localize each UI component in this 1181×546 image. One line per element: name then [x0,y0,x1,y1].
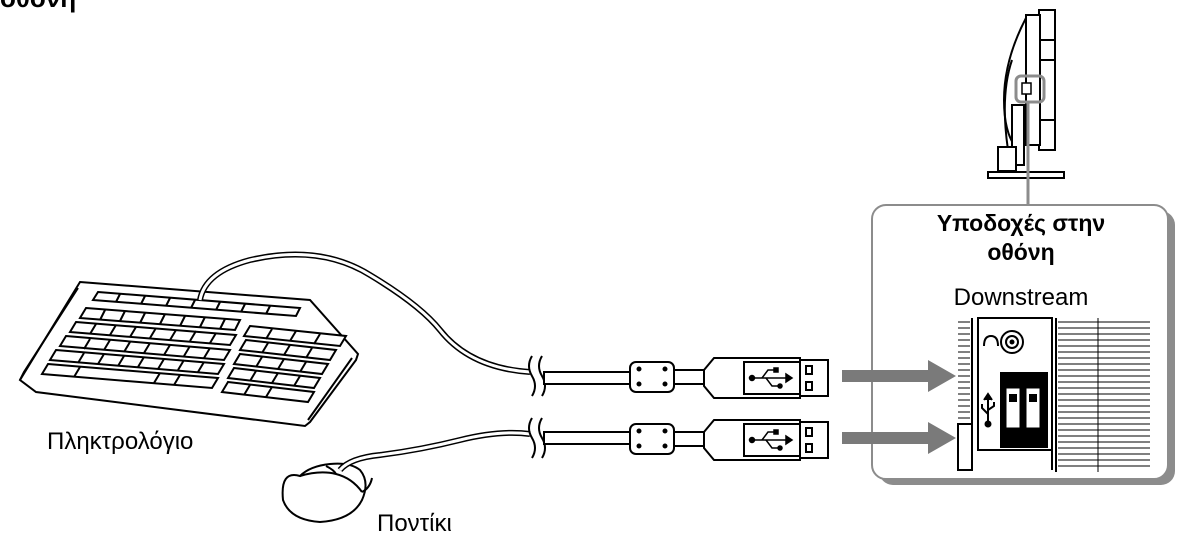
arrow-mouse [842,422,956,454]
panel-title-line2: οθόνη [987,239,1055,265]
mouse-label: Ποντίκι [377,510,452,537]
arrow-keyboard [842,360,956,392]
panel-title-line1: Υποδοχές στην [936,210,1106,236]
usb-plug-icon [629,357,829,399]
headphone-icon [983,334,999,347]
panel-title: Υποδοχές στην οθόνη [876,209,1166,267]
usb-symbol-icon [981,392,995,428]
mouse-icon [281,462,373,524]
usb-plug-icon [629,419,829,461]
keyboard-cable-straight [543,371,633,385]
keyboard-label: Πληκτρολόγιο [47,428,194,455]
keyboard-icon [18,280,360,428]
mouse-cable [337,429,531,473]
port-closeup [957,317,1150,472]
top-caption: οθόνη [0,0,76,14]
mouse-cable-straight [543,431,633,445]
port-highlight [1014,74,1046,104]
panel-subtitle: Downstream [953,284,1089,311]
